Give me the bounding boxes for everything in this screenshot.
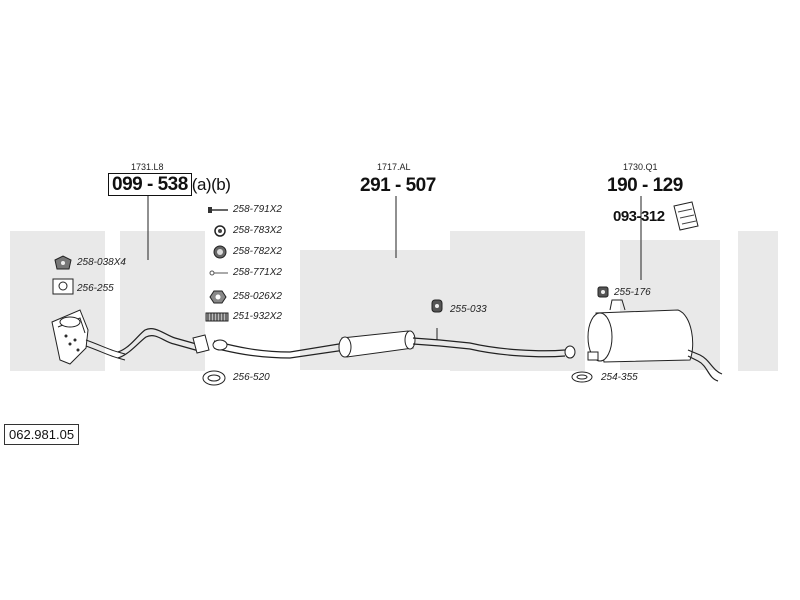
catalog-number: 062.981.05 xyxy=(4,424,80,445)
spring-icon xyxy=(205,312,229,322)
center-silencer xyxy=(338,330,416,358)
intermediate-pipe xyxy=(412,337,566,358)
label-256-520: 256-520 xyxy=(233,372,270,383)
label-258-783: 258-783X2 xyxy=(233,225,282,236)
section-ref-2: 1717.AL xyxy=(377,162,411,172)
flexible-connector xyxy=(212,339,228,351)
label-254-355: 254-355 xyxy=(601,372,638,383)
part-number-box: 099 - 538 xyxy=(108,173,192,196)
extra-part-number: 093-312 xyxy=(613,208,665,225)
pipe-end-connector xyxy=(564,345,576,359)
washer-icon xyxy=(209,270,228,276)
tail-pipe xyxy=(687,349,723,382)
catalytic-converter xyxy=(51,309,126,365)
rubber-mount-icon-3 xyxy=(597,286,609,298)
part-suffix: (a)(b) xyxy=(191,175,231,194)
section-part-3: 190 - 129 xyxy=(607,175,683,196)
front-pipe xyxy=(117,328,201,359)
middle-pipe xyxy=(213,340,346,359)
section-part-2: 291 - 507 xyxy=(360,175,436,196)
rubber-mount-icon-2 xyxy=(431,299,443,313)
section-ref-1: 1731.L8 xyxy=(131,162,164,172)
nut-icon xyxy=(213,245,227,259)
rubber-mount-icon xyxy=(54,255,72,270)
label-258-038: 258-038X4 xyxy=(77,257,126,268)
heat-shield-icon xyxy=(673,201,699,231)
front-flange xyxy=(192,334,210,354)
label-258-771: 258-771X2 xyxy=(233,267,282,278)
section-part-1: 099 - 538(a)(b) xyxy=(108,173,231,196)
label-258-782: 258-782X2 xyxy=(233,246,282,257)
clamp-icon-2 xyxy=(571,371,593,383)
nut-icon-2 xyxy=(209,290,227,304)
bolt-icon xyxy=(208,207,228,213)
label-251-932: 251-932X2 xyxy=(233,311,282,322)
watermark-block-6 xyxy=(738,231,778,371)
clamp-icon xyxy=(214,225,226,237)
label-258-791: 258-791X2 xyxy=(233,204,282,215)
rear-silencer xyxy=(587,299,694,363)
section-ref-3: 1730.Q1 xyxy=(623,162,658,172)
label-255-033: 255-033 xyxy=(450,304,487,315)
watermark-block-4 xyxy=(450,231,585,371)
label-258-026: 258-026X2 xyxy=(233,291,282,302)
label-255-176: 255-176 xyxy=(614,287,651,298)
gasket-icon xyxy=(52,278,74,295)
label-256-255: 256-255 xyxy=(77,283,114,294)
